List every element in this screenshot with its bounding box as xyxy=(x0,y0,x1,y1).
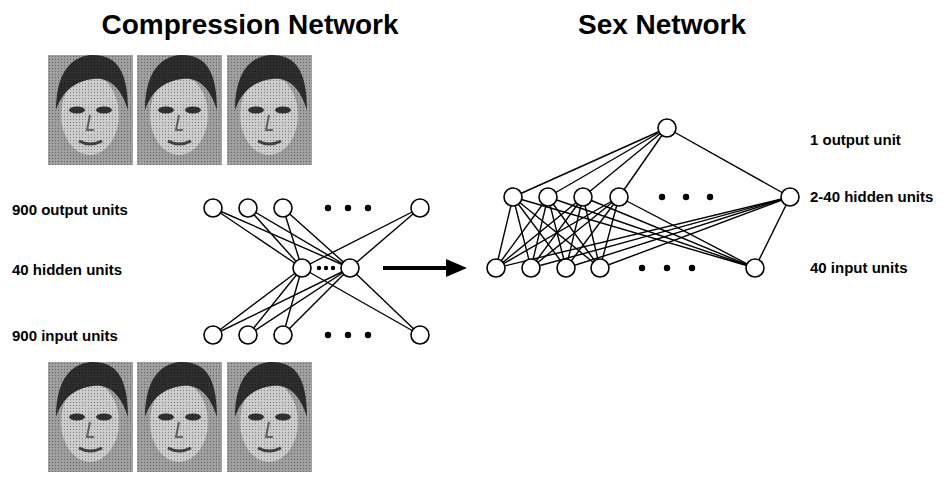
layer-label: 900 output units xyxy=(12,202,128,219)
layer-label: 900 input units xyxy=(12,328,118,345)
transfer-arrow xyxy=(383,259,467,277)
layer-label: 40 hidden units xyxy=(12,262,122,279)
layer-label: 40 input units xyxy=(810,260,908,277)
network-title: Compression Network xyxy=(101,10,398,41)
network-title: Sex Network xyxy=(578,10,746,41)
layer-label: 2-40 hidden units xyxy=(810,189,933,206)
unit-circles xyxy=(204,119,799,344)
weight-lines xyxy=(213,128,790,335)
layer-label: 1 output unit xyxy=(810,132,901,149)
ellipsis-dots xyxy=(317,194,713,338)
